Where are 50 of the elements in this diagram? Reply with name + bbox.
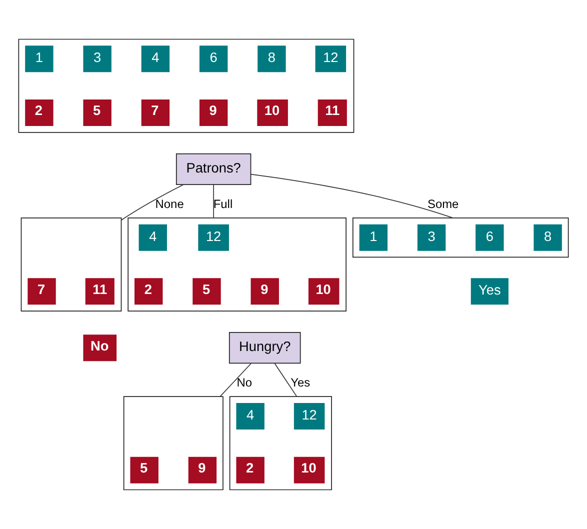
connector <box>274 363 298 397</box>
connector <box>250 174 454 218</box>
node-box: 2 <box>25 100 54 126</box>
node-box: 4 <box>236 402 264 430</box>
node-box: 8 <box>534 224 562 251</box>
node-box: 4 <box>138 224 167 251</box>
node-box: 10 <box>257 100 288 126</box>
node-box: 7 <box>141 100 170 126</box>
cluster <box>352 217 569 258</box>
node-box: 1 <box>359 224 388 251</box>
node-box: 5 <box>83 100 112 126</box>
node-box: 11 <box>318 100 347 126</box>
edge-label: Yes <box>290 375 310 390</box>
node-box: 6 <box>199 46 228 72</box>
node-box: 9 <box>199 100 228 126</box>
node-box: 9 <box>250 278 279 305</box>
cluster <box>20 217 122 312</box>
node-box: 3 <box>83 46 112 72</box>
node-box: 5 <box>130 456 158 484</box>
node-box: 3 <box>417 224 446 251</box>
node-box: 4 <box>141 46 170 72</box>
node-box: 1 <box>25 46 54 72</box>
node-box: 10 <box>294 456 325 484</box>
node-box: 2 <box>236 456 264 484</box>
node-box: Yes <box>470 278 508 305</box>
node-box: 8 <box>258 46 286 72</box>
node-box: 12 <box>294 402 325 430</box>
node-box: 10 <box>308 278 340 305</box>
node-box: 7 <box>28 278 56 305</box>
connector <box>220 363 252 397</box>
connector <box>213 184 214 218</box>
edge-label: Some <box>427 196 459 211</box>
cluster <box>18 38 354 133</box>
cluster <box>128 217 346 312</box>
edge-label: Full <box>213 196 233 211</box>
edge-label: None <box>155 196 184 211</box>
node-box: 12 <box>315 46 346 72</box>
node-box: Hungry? <box>228 332 301 364</box>
node-box: 6 <box>476 224 504 251</box>
node-box: 9 <box>188 456 217 484</box>
node-box: 12 <box>198 224 229 251</box>
node-box: No <box>83 334 117 362</box>
node-box: 2 <box>134 278 163 305</box>
edge-label: No <box>236 375 252 390</box>
connector <box>120 184 184 221</box>
cluster <box>123 396 224 490</box>
node-box: Patrons? <box>176 153 252 185</box>
cluster <box>229 396 332 490</box>
node-box: 5 <box>192 278 221 305</box>
node-box: 11 <box>85 278 114 305</box>
